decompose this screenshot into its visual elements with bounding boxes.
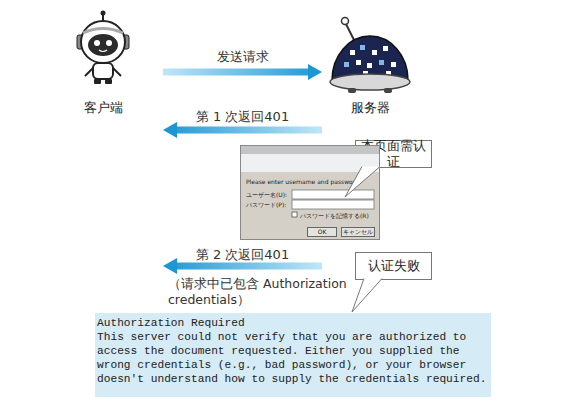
server-leg: [384, 88, 392, 93]
robot-body: [93, 63, 113, 79]
error-body: This server could not verify that you ar…: [97, 330, 489, 386]
note-text: （请求中已包含 Authorization credentials）: [168, 276, 368, 308]
robot-face: [88, 34, 118, 56]
login-dialog: Please enter username and password ユーザー名(…: [240, 145, 380, 240]
robot-ear: [77, 35, 83, 49]
server-base: [330, 74, 410, 90]
robot-foot: [105, 79, 112, 84]
server-leg: [348, 88, 356, 93]
server-light: [360, 45, 365, 50]
error-title: Authorization Required: [97, 316, 489, 330]
server-dome: [332, 36, 408, 80]
dialog-banner: [241, 154, 379, 172]
robot-mouth: [99, 50, 107, 52]
robot-eye: [106, 40, 112, 46]
field-label: ユーザー名(U):: [246, 191, 294, 198]
server-light: [383, 46, 388, 51]
callout-text: 认证失败: [368, 258, 420, 274]
robot-head: [81, 21, 125, 63]
callout-tail-line: [352, 279, 382, 313]
client-node: 客户端: [43, 15, 163, 277]
input-field: [292, 190, 374, 199]
node-label: 客户端: [43, 100, 163, 116]
robot-foot: [94, 79, 101, 84]
arrow-connector: [163, 69, 308, 76]
checkbox: [292, 212, 297, 217]
server-icon: [330, 18, 410, 94]
arrow-connector: [177, 263, 322, 270]
dialog-decoration: [241, 146, 379, 217]
checkbox-label: パスワードを記憶する(R): [300, 212, 378, 219]
server-light: [379, 60, 384, 65]
robot-arm: [113, 68, 121, 76]
robot-ear: [123, 35, 129, 49]
error-message-box: Authorization RequiredThis server could …: [95, 313, 491, 397]
input-field: [292, 200, 374, 209]
server-light: [344, 62, 349, 67]
robot-arm: [85, 68, 93, 76]
robot-eye: [94, 40, 100, 46]
server-light: [372, 50, 377, 55]
callout-tail-fill: [345, 167, 380, 198]
antenna: [346, 24, 354, 40]
server-light: [391, 62, 396, 67]
callout-tail-fill: [352, 279, 382, 313]
server-light: [363, 71, 368, 76]
field-label: パスワード(P):: [246, 201, 294, 208]
edge-label: 发送请求: [163, 49, 323, 65]
server-light: [350, 50, 355, 55]
antenna: [102, 15, 104, 21]
dialog-button: キャンセル: [341, 227, 375, 237]
antenna-tip: [342, 18, 349, 25]
client-robot-icon: [77, 11, 129, 85]
dialog-text: Please enter username and password: [246, 178, 376, 185]
antenna-tip: [101, 11, 106, 16]
callout-tail: [345, 167, 382, 313]
edge-group: [163, 72, 322, 266]
edge-label: 第 1 次返回401: [163, 109, 323, 125]
robot-band: [83, 29, 123, 34]
dialog-button: OK: [307, 227, 337, 237]
edge-label: 第 2 次返回401: [163, 247, 323, 263]
server-light: [356, 60, 361, 65]
server-light: [386, 71, 391, 76]
node-label: 服务器: [322, 100, 418, 116]
callout-tail-line: [345, 167, 380, 198]
server-light: [367, 63, 372, 68]
arrow-connector: [177, 127, 322, 134]
callout-box: 认证失败: [355, 252, 432, 280]
dialog-title-bar: [241, 146, 379, 154]
